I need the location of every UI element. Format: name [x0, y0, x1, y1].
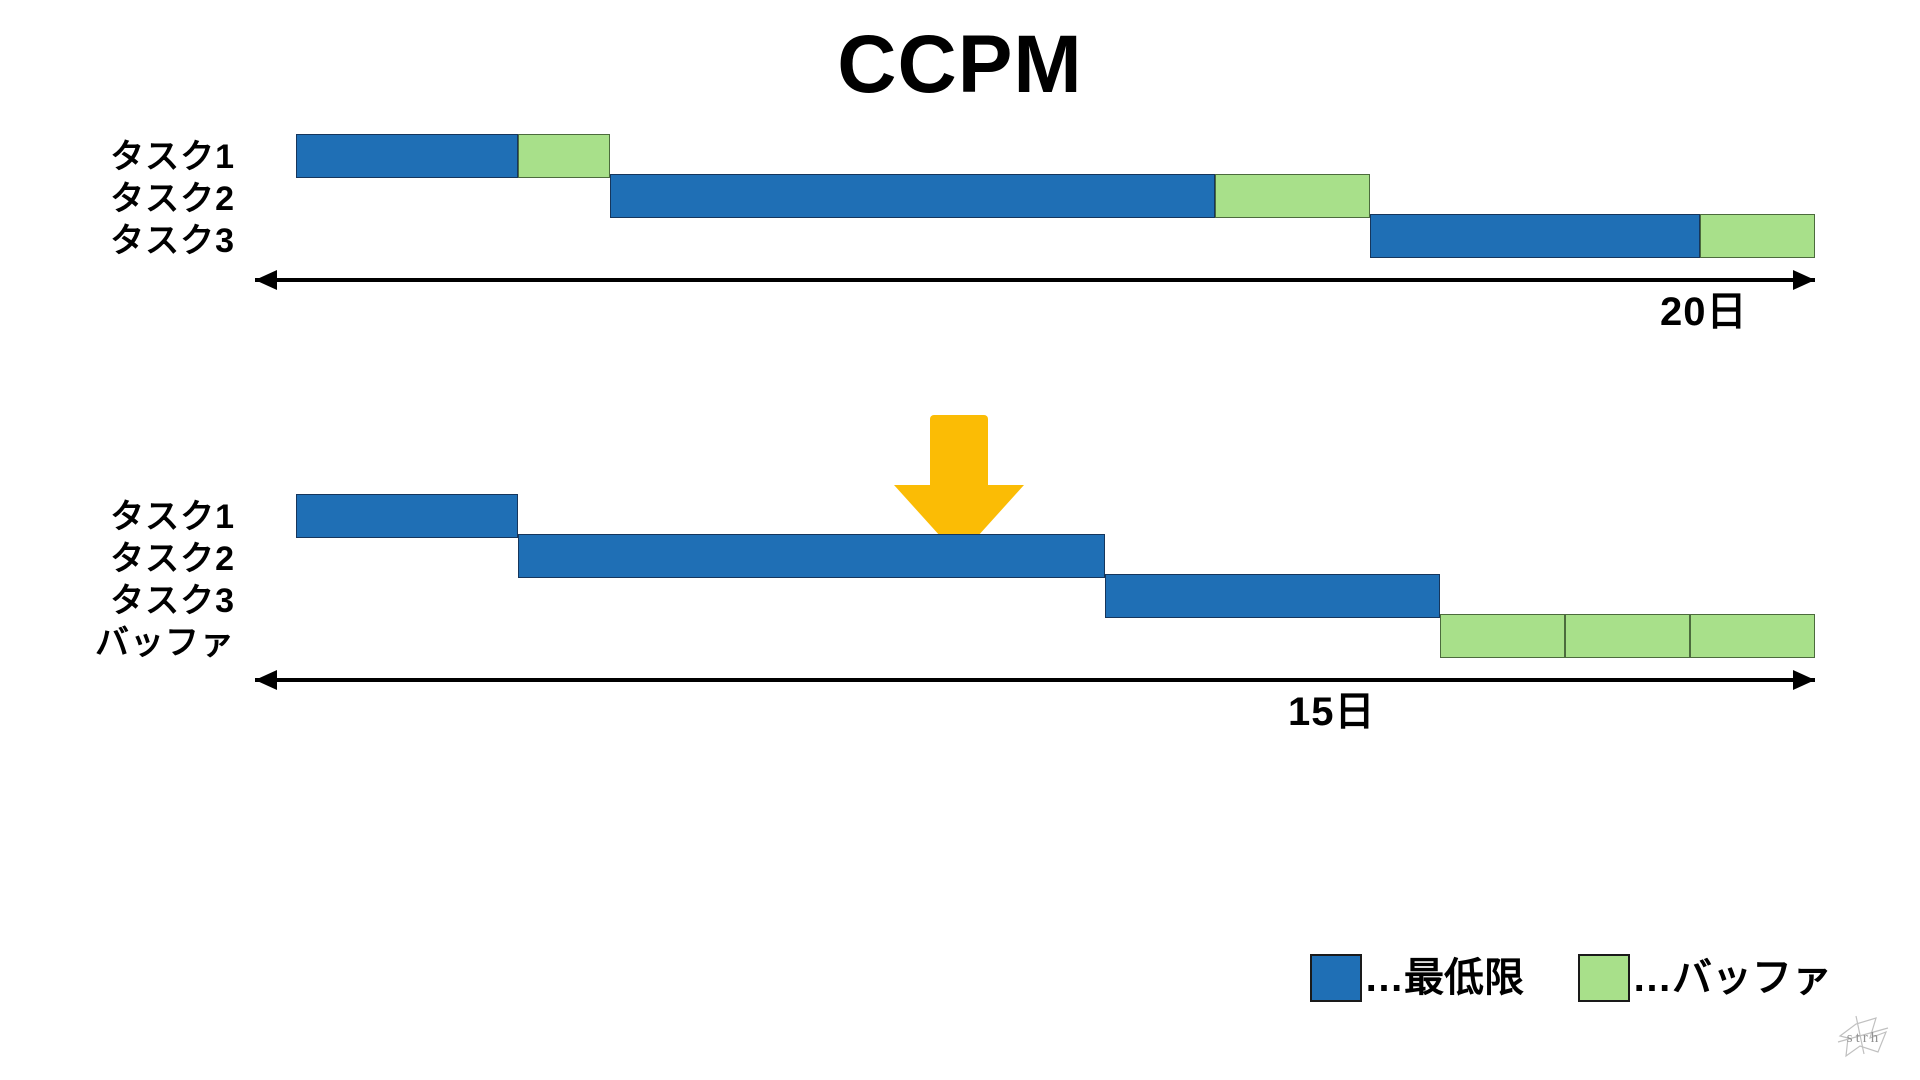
top-bar-task1-minimum	[296, 134, 518, 178]
top-bar-task2-buffer	[1215, 174, 1370, 218]
bottom-axis-total-label: 15日	[1288, 690, 1376, 734]
legend-label-buffer: …バッファ	[1632, 956, 1832, 1000]
legend-swatch-minimum-icon	[1310, 954, 1362, 1002]
bottom-bar-task3-minimum	[1105, 574, 1440, 618]
page-title: CCPM	[837, 19, 1083, 110]
watermark-mark-icon	[1837, 1015, 1889, 1058]
legend: …最低限 …バッファ	[1310, 954, 1832, 1002]
top-axis-arrowhead-right	[1793, 270, 1815, 290]
top-axis-arrowhead-left	[255, 270, 277, 290]
bottom-row-label-task2: タスク2	[110, 540, 235, 578]
bottom-bar-buffer-segment-3	[1690, 614, 1815, 658]
top-bar-task2-minimum	[610, 174, 1215, 218]
top-bar-task3-minimum	[1370, 214, 1700, 258]
bottom-bar-task2-minimum	[518, 534, 1105, 578]
top-axis-shaft	[255, 278, 1815, 282]
top-bar-task3-buffer	[1700, 214, 1815, 258]
bottom-bar-task1-minimum	[296, 494, 518, 538]
watermark-logo: strh	[1826, 1008, 1902, 1068]
bottom-axis-arrowhead-left	[255, 670, 277, 690]
watermark-text: strh	[1846, 1030, 1882, 1046]
legend-label-minimum: …最低限	[1364, 956, 1524, 1000]
conventional-schedule-chart: タスク1 タスク2 タスク3 20日	[0, 0, 1920, 400]
top-row-label-task2: タスク2	[110, 180, 235, 218]
bottom-bar-buffer-segment-1	[1440, 614, 1565, 658]
legend-swatch-buffer-icon	[1578, 954, 1630, 1002]
bottom-bar-buffer-segment-2	[1565, 614, 1690, 658]
legend-item-buffer: …バッファ	[1578, 954, 1832, 1002]
ccpm-schedule-chart: タスク1 タスク2 タスク3 バッファ 15日	[0, 0, 1920, 732]
bottom-axis-arrowhead-right	[1793, 670, 1815, 690]
top-row-label-task3: タスク3	[110, 222, 235, 260]
top-axis-total-label: 20日	[1660, 290, 1748, 334]
bottom-row-label-task3: タスク3	[110, 582, 235, 620]
top-bar-task1-buffer	[518, 134, 610, 178]
down-arrow-stem	[930, 415, 988, 497]
top-row-label-task1: タスク1	[110, 138, 235, 176]
legend-item-minimum: …最低限	[1310, 954, 1524, 1002]
bottom-row-label-buffer: バッファ	[95, 624, 235, 662]
bottom-row-label-task1: タスク1	[110, 498, 235, 536]
bottom-axis-shaft	[255, 678, 1815, 682]
